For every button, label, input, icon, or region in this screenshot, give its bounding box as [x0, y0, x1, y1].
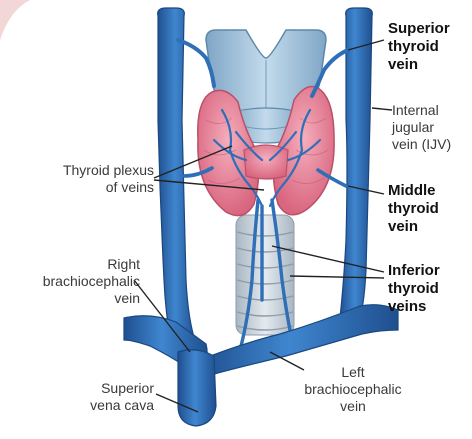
corner-shading: [0, 0, 30, 40]
trachea: [236, 215, 294, 335]
label-left-brachiocephalic-vein: Left brachiocephalic vein: [290, 364, 416, 415]
label-superior-vena-cava: Superior vena cava: [60, 380, 154, 414]
label-thyroid-plexus: Thyroid plexus of veins: [30, 162, 154, 196]
label-inferior-thyroid-veins: Inferior thyroid veins: [388, 262, 440, 316]
label-internal-jugular-vein: Internal jugular vein (IJV): [392, 102, 451, 153]
label-right-brachiocephalic-vein: Right brachiocephalic vein: [14, 256, 140, 307]
label-middle-thyroid-vein: Middle thyroid vein: [388, 182, 439, 236]
label-superior-thyroid-vein: Superior thyroid vein: [388, 20, 450, 74]
